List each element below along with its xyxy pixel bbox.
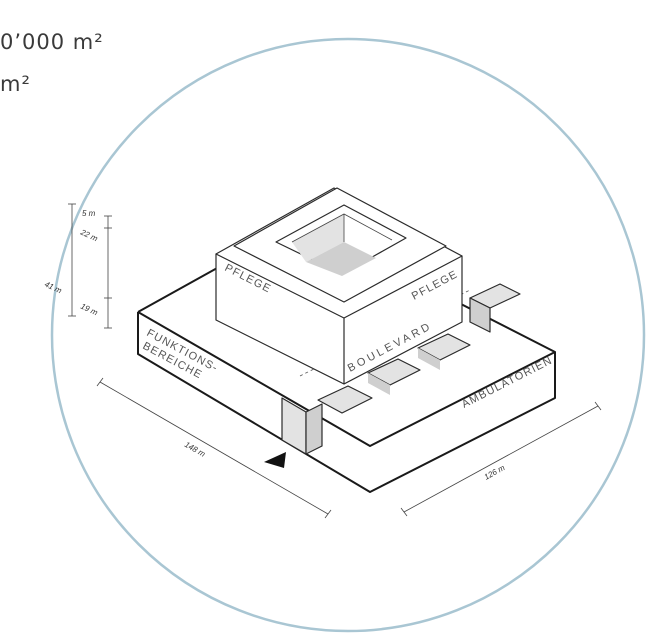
- dim-width: 126 m: [483, 463, 507, 482]
- podium-side-face: [370, 352, 555, 492]
- courtyard-2: [418, 334, 470, 360]
- tower-left-face: [216, 254, 344, 384]
- site-circle: [50, 37, 646, 633]
- dim-upper: 22 m: [78, 227, 99, 243]
- entrance-arrow-icon: [264, 452, 286, 468]
- area-stat-1: 0’000 m²: [0, 30, 104, 54]
- footprint-dimensions: 148 m 126 m: [96, 377, 602, 519]
- tower: [215, 187, 463, 385]
- podium-courtyards: [281, 283, 521, 455]
- dim-top: 5 m: [82, 209, 96, 218]
- dim-total: 41 m: [43, 280, 63, 296]
- area-stat-2: m²: [0, 72, 31, 96]
- tower-right-face: [344, 256, 462, 384]
- courtyard-1: [470, 284, 520, 308]
- atrium-shadow: [292, 214, 344, 262]
- podium-outline: [137, 311, 556, 493]
- entrance-notch: [282, 398, 306, 454]
- courtyard-3: [368, 359, 420, 385]
- dim-lower: 19 m: [79, 302, 99, 318]
- dim-length: 148 m: [183, 440, 207, 459]
- courtyard-4: [318, 386, 372, 413]
